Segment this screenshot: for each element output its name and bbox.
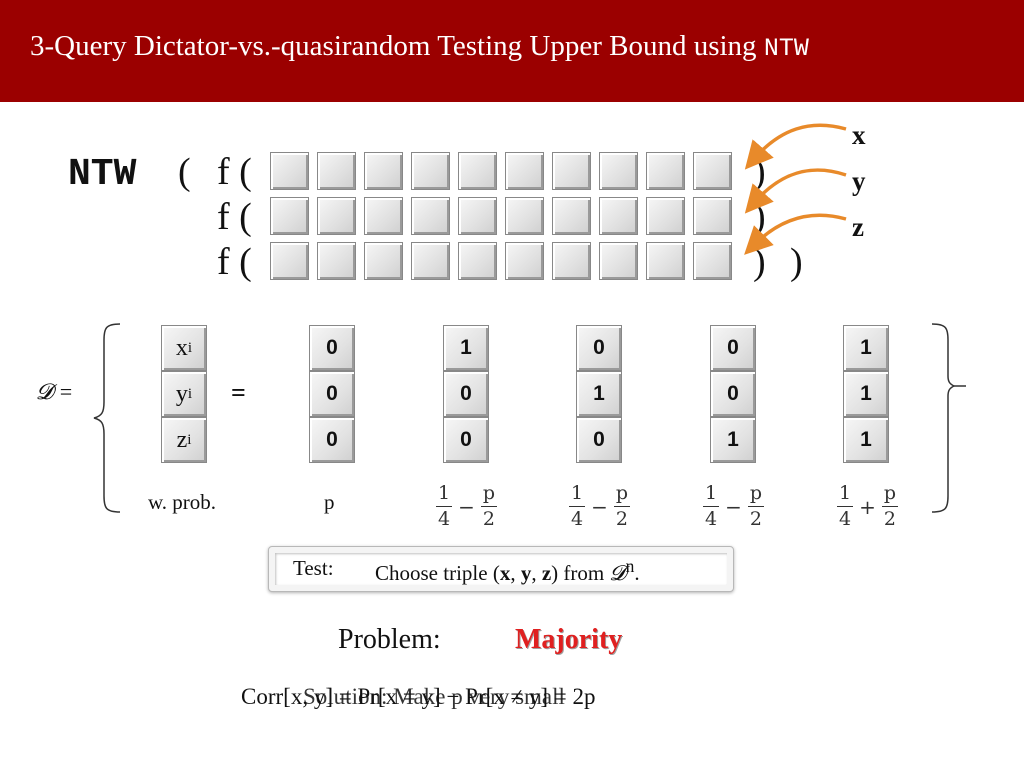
bit-value-cell: 0 [309, 417, 355, 463]
left-brace [93, 323, 121, 513]
bit-cell [317, 242, 356, 280]
bit-value-cell: 1 [443, 325, 489, 371]
test-description: Choose triple (x, y, z) from 𝓓n. [375, 556, 640, 585]
bit-cell [270, 152, 309, 190]
bit-value-cell: 0 [309, 371, 355, 417]
bit-cell [270, 197, 309, 235]
f-open-3: f ( [217, 241, 252, 283]
bit-cell [458, 197, 497, 235]
right-brace [931, 323, 966, 513]
query-row-z [270, 242, 732, 280]
ntw-label: NTW [68, 153, 137, 196]
problem-label: Problem: [338, 624, 441, 655]
ntw-open-paren: ( [178, 151, 191, 193]
bit-cell [646, 197, 685, 235]
bit-cell [317, 152, 356, 190]
bit-cell [693, 242, 732, 280]
distribution-lhs: 𝓓 = [36, 379, 74, 404]
bit-value-cell: 0 [710, 325, 756, 371]
slide-title: 3-Query Dictator-vs.-quasirandom Testing… [30, 30, 809, 63]
bit-value-cell: 0 [710, 371, 756, 417]
bit-value-cell: 0 [443, 371, 489, 417]
ntw-close-paren: ) [790, 241, 803, 283]
f-open-2: f ( [217, 196, 252, 238]
bit-cell [505, 197, 544, 235]
bit-cell [411, 197, 450, 235]
bit-cell [599, 197, 638, 235]
bit-cell [317, 197, 356, 235]
bit-cell [693, 197, 732, 235]
bit-value-cell: 1 [843, 325, 889, 371]
bit-cell [411, 152, 450, 190]
bit-cell [458, 242, 497, 280]
bit-value-cell: 1 [576, 371, 622, 417]
w-prob-label: w. prob. [148, 490, 217, 514]
bit-cell [505, 152, 544, 190]
bit-cell [552, 152, 591, 190]
solution-text: Solution: Make p very small [303, 684, 565, 709]
bit-cell [552, 242, 591, 280]
bit-cell [270, 242, 309, 280]
bit-value-cell: 0 [576, 417, 622, 463]
query-row-x [270, 152, 732, 190]
f-open-1: f ( [217, 151, 252, 193]
bit-value-cell: 0 [309, 325, 355, 371]
arrow-z [744, 213, 847, 255]
bit-cell [646, 152, 685, 190]
bit-cell [646, 242, 685, 280]
bit-value-cell: 1 [843, 417, 889, 463]
bit-cell [599, 242, 638, 280]
bit-cell [505, 242, 544, 280]
problem-value: Majority [515, 624, 623, 655]
bit-cell [599, 152, 638, 190]
bit-cell [552, 197, 591, 235]
label-x: x [852, 120, 866, 150]
slide-title-ntw: NTW [763, 34, 809, 63]
label-y: y [852, 166, 866, 196]
query-row-y [270, 197, 732, 235]
test-label: Test: [293, 556, 334, 580]
title-bar: 3-Query Dictator-vs.-quasirandom Testing… [0, 0, 1024, 102]
correlation-formula: Corr[x, y] = Pr[x = y] − Pr[x ≠ y] = 2p [241, 684, 596, 709]
arrow-x [744, 123, 847, 170]
bit-cell [364, 197, 403, 235]
query-arrows [744, 123, 847, 255]
test-box: Test: Choose triple (x, y, z) from 𝓓n. [268, 546, 734, 592]
label-z: z [852, 212, 864, 242]
bit-cell [364, 242, 403, 280]
bit-value-cell: 1 [710, 417, 756, 463]
bit-cell [411, 242, 450, 280]
bit-value-cell: 0 [576, 325, 622, 371]
bit-cell [458, 152, 497, 190]
prob-p: p [324, 490, 335, 514]
bit-cell [693, 152, 732, 190]
bit-cell [364, 152, 403, 190]
distribution-equals: = [231, 378, 246, 407]
bit-value-cell: 1 [843, 371, 889, 417]
arrow-y [744, 168, 847, 214]
bit-value-cell: 0 [443, 417, 489, 463]
